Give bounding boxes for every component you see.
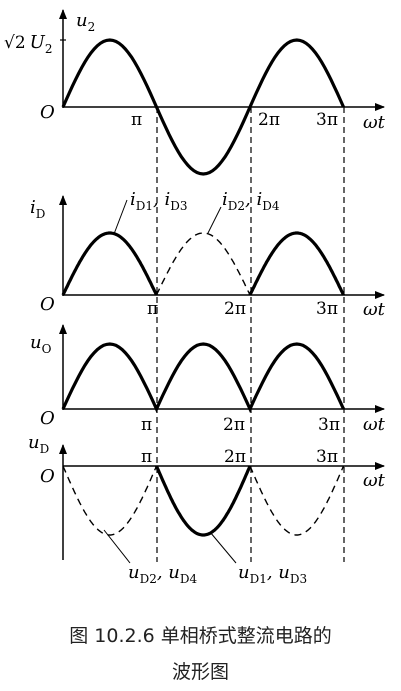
iD1-iD3-half-wave-2 — [248, 231, 345, 296]
origin-label: O — [40, 408, 55, 429]
y-axis-label: iD — [30, 197, 45, 221]
curve-label-iD1-iD3: iD1, iD3 — [130, 189, 188, 213]
x-axis-label: ωt — [363, 299, 386, 320]
leader-line-a — [103, 529, 131, 564]
u2-waveform — [61, 38, 345, 176]
panel-uD: uD O π 2π 3π ωt uD2, uD4 uD1, uD3 — [28, 432, 386, 586]
iD2-iD4-half-wave — [155, 232, 251, 296]
tick-label-3pi: 3π — [316, 447, 338, 467]
tick-label-pi: π — [131, 110, 142, 130]
tick-label-3pi: 3π — [318, 415, 340, 435]
panel-iD: iD iD1, iD3 iD2, iD4 O π 2π 3π ωt — [30, 189, 386, 320]
y-axis-label: u2 — [76, 10, 95, 34]
origin-label: O — [40, 466, 55, 487]
tick-label-2pi: 2π — [258, 110, 280, 130]
curve-label-uD2-uD4: uD2, uD4 — [128, 562, 198, 586]
iD1-iD3-half-wave-1 — [61, 231, 158, 296]
tick-label-2pi: 2π — [224, 447, 246, 467]
tick-label-pi: π — [147, 299, 158, 319]
origin-label: O — [40, 102, 55, 123]
uD1-uD3-half-wave — [155, 465, 252, 537]
leader-line-b — [209, 531, 237, 564]
tick-label-pi: π — [141, 447, 152, 467]
panel-uO: uO O π 2π 3π ωt — [30, 324, 386, 435]
y-axis-label: uO — [30, 332, 52, 356]
tick-label-3pi: 3π — [316, 110, 338, 130]
tick-label-2pi: 2π — [223, 415, 245, 435]
uO-waveform — [61, 342, 345, 413]
curve-label-uD1-uD3: uD1, uD3 — [238, 562, 307, 586]
tick-label-pi: π — [141, 415, 152, 435]
uD2-uD4-half-wave-2 — [249, 465, 345, 536]
x-axis-label: ωt — [363, 470, 386, 491]
y-axis-label: uD — [28, 432, 49, 456]
caption-line-2: 波形图 — [171, 661, 229, 683]
alignment-lines — [156, 107, 345, 562]
leader-line-a — [113, 199, 128, 235]
figure-caption: 图 10.2.6 单相桥式整流电路的 波形图 — [0, 618, 401, 690]
origin-label: O — [40, 294, 55, 315]
leader-line-b — [207, 206, 222, 234]
x-axis-label: ωt — [363, 414, 386, 435]
tick-label-2pi: 2π — [224, 299, 246, 319]
curve-label-iD2-iD4: iD2, iD4 — [222, 189, 280, 213]
uD2-uD4-half-wave-1 — [62, 465, 158, 536]
caption-line-1: 图 10.2.6 单相桥式整流电路的 — [69, 625, 332, 647]
x-axis-label: ωt — [363, 112, 386, 133]
tick-label-3pi: 3π — [316, 299, 338, 319]
